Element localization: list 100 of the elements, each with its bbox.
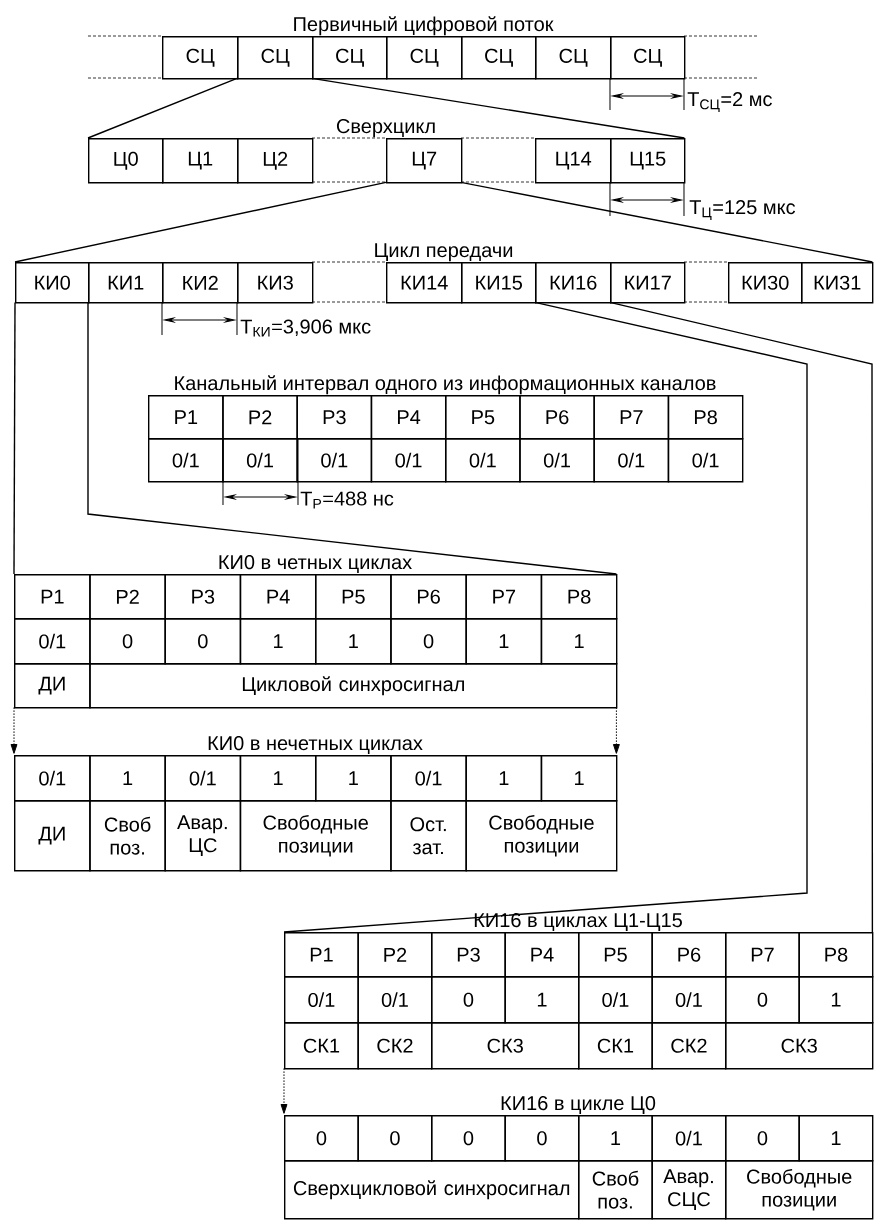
table-cell: 0/1 [357, 976, 433, 1024]
table-cell: Свободные позиции [465, 800, 618, 872]
table-cell: Ост. зат. [390, 800, 467, 872]
table-cell: 0 [89, 618, 166, 665]
table-cell: P7 [725, 932, 800, 978]
frame-slot: СЦ [237, 36, 314, 80]
table-cell: Сверхцикловой синхросигнал [284, 1160, 580, 1220]
table-cell: 0/1 [578, 976, 653, 1024]
table-cell: P6 [390, 574, 467, 620]
table-cell: Своб поз. [578, 1160, 653, 1220]
table-cell: 0 [357, 1115, 433, 1162]
table-cell: P1 [284, 932, 359, 978]
row-title: КИ0 в нечетных циклах [208, 736, 423, 754]
table-cell: 0 [725, 976, 800, 1024]
table-cell: СК3 [725, 1022, 874, 1070]
table-cell: ДИ [14, 800, 91, 872]
table-cell: 1 [465, 618, 543, 665]
expansion-line [87, 301, 618, 575]
table-cell: P6 [651, 932, 727, 978]
table-cell: P6 [519, 395, 595, 440]
frame-slot: КИ0 [15, 262, 90, 304]
dimension-label: T$_{КИ}$=3,906 мкс [240, 319, 371, 337]
table-cell: 1 [578, 1115, 653, 1162]
frame-slot: КИ2 [162, 262, 239, 304]
table-cell: P5 [578, 932, 653, 978]
expansion-line [311, 77, 686, 139]
table-cell: P5 [445, 395, 521, 440]
table-cell: P2 [89, 574, 166, 620]
frame-slot: СЦ [386, 36, 463, 80]
table-cell: 0/1 [370, 438, 447, 483]
row-title: КИ0 в четных циклах [219, 555, 412, 573]
table-cell: СК1 [578, 1022, 653, 1070]
table-cell: 0 [390, 618, 467, 665]
table-cell: 0/1 [284, 976, 359, 1024]
table-cell: 0 [164, 618, 242, 665]
arrow [280, 1067, 288, 1114]
table-cell: P1 [148, 395, 224, 440]
table-cell: P1 [14, 574, 91, 620]
frame-slot: КИ17 [610, 262, 686, 304]
table-cell: P7 [465, 574, 543, 620]
table-cell: ДИ [14, 663, 91, 709]
table-cell: 1 [239, 618, 317, 665]
table-cell: 0 [431, 976, 506, 1024]
table-cell: 0/1 [651, 1115, 727, 1162]
dimension-label: T$_{Ц}$=125 мкс [689, 200, 796, 220]
table-cell: 0/1 [14, 755, 91, 802]
table-cell: 0/1 [651, 976, 727, 1024]
table-cell: Свободные позиции [239, 800, 392, 872]
frame-slot: СЦ [312, 36, 388, 80]
table-cell: P3 [296, 395, 373, 440]
frame-slot: Ц0 [88, 138, 164, 184]
table-cell: P2 [222, 395, 298, 440]
table-cell: 1 [504, 976, 580, 1024]
table-cell: 1 [798, 1115, 874, 1162]
frame-slot: КИ15 [461, 262, 537, 304]
frame-slot: КИ3 [237, 262, 314, 304]
arrow [612, 706, 620, 754]
frame-slot: СЦ [535, 36, 612, 80]
table-cell: P8 [540, 574, 618, 620]
table-cell: 1 [89, 755, 166, 802]
table-cell: P8 [667, 395, 744, 440]
frame-slot: СЦ [461, 36, 537, 80]
row-title: Канальный интервал одного из информационных каналов [175, 375, 716, 395]
frame-slot: КИ30 [728, 262, 803, 304]
table-cell: 0/1 [519, 438, 595, 483]
expansion-line [609, 301, 874, 933]
table-cell: СК2 [357, 1022, 433, 1070]
table-cell: 0/1 [667, 438, 744, 483]
row-title: КИ16 в цикле Ц0 [501, 1096, 656, 1114]
table-cell: 0/1 [148, 438, 224, 483]
expansion-line [13, 301, 16, 575]
table-cell: 0 [504, 1115, 580, 1162]
table-cell: 1 [540, 755, 618, 802]
table-cell: Своб поз. [89, 800, 166, 872]
table-cell: СК3 [431, 1022, 580, 1070]
frame-slot: КИ31 [801, 262, 874, 304]
table-cell: P3 [164, 574, 242, 620]
frame-slot: Ц2 [237, 138, 314, 184]
frame-slot: Ц7 [386, 138, 463, 184]
table-cell: 0/1 [445, 438, 521, 483]
frame-slot: КИ14 [386, 262, 463, 304]
dimension-label: T$_{Р}$=488 нс [300, 491, 394, 509]
row-title: Цикл передачи [375, 243, 513, 262]
table-cell: 0/1 [296, 438, 373, 483]
frame-slot: СЦ [162, 36, 239, 80]
table-cell: 0/1 [14, 618, 91, 665]
table-cell: 1 [540, 618, 618, 665]
table-cell: Цикловой синхросигнал [89, 663, 618, 709]
frame-slot: СЦ [610, 36, 686, 80]
table-cell: P8 [798, 932, 874, 978]
table-cell: 0/1 [222, 438, 298, 483]
table-cell: 0 [284, 1115, 359, 1162]
table-cell: 0 [431, 1115, 506, 1162]
table-cell: 1 [465, 755, 543, 802]
frame-slot: Ц14 [535, 138, 612, 184]
table-cell: 1 [315, 618, 392, 665]
table-cell: 1 [239, 755, 317, 802]
table-cell: Свободные позиции [725, 1160, 874, 1220]
row-title: Первичный цифровой поток [294, 16, 554, 36]
table-cell: Авар. ЦС [164, 800, 242, 872]
